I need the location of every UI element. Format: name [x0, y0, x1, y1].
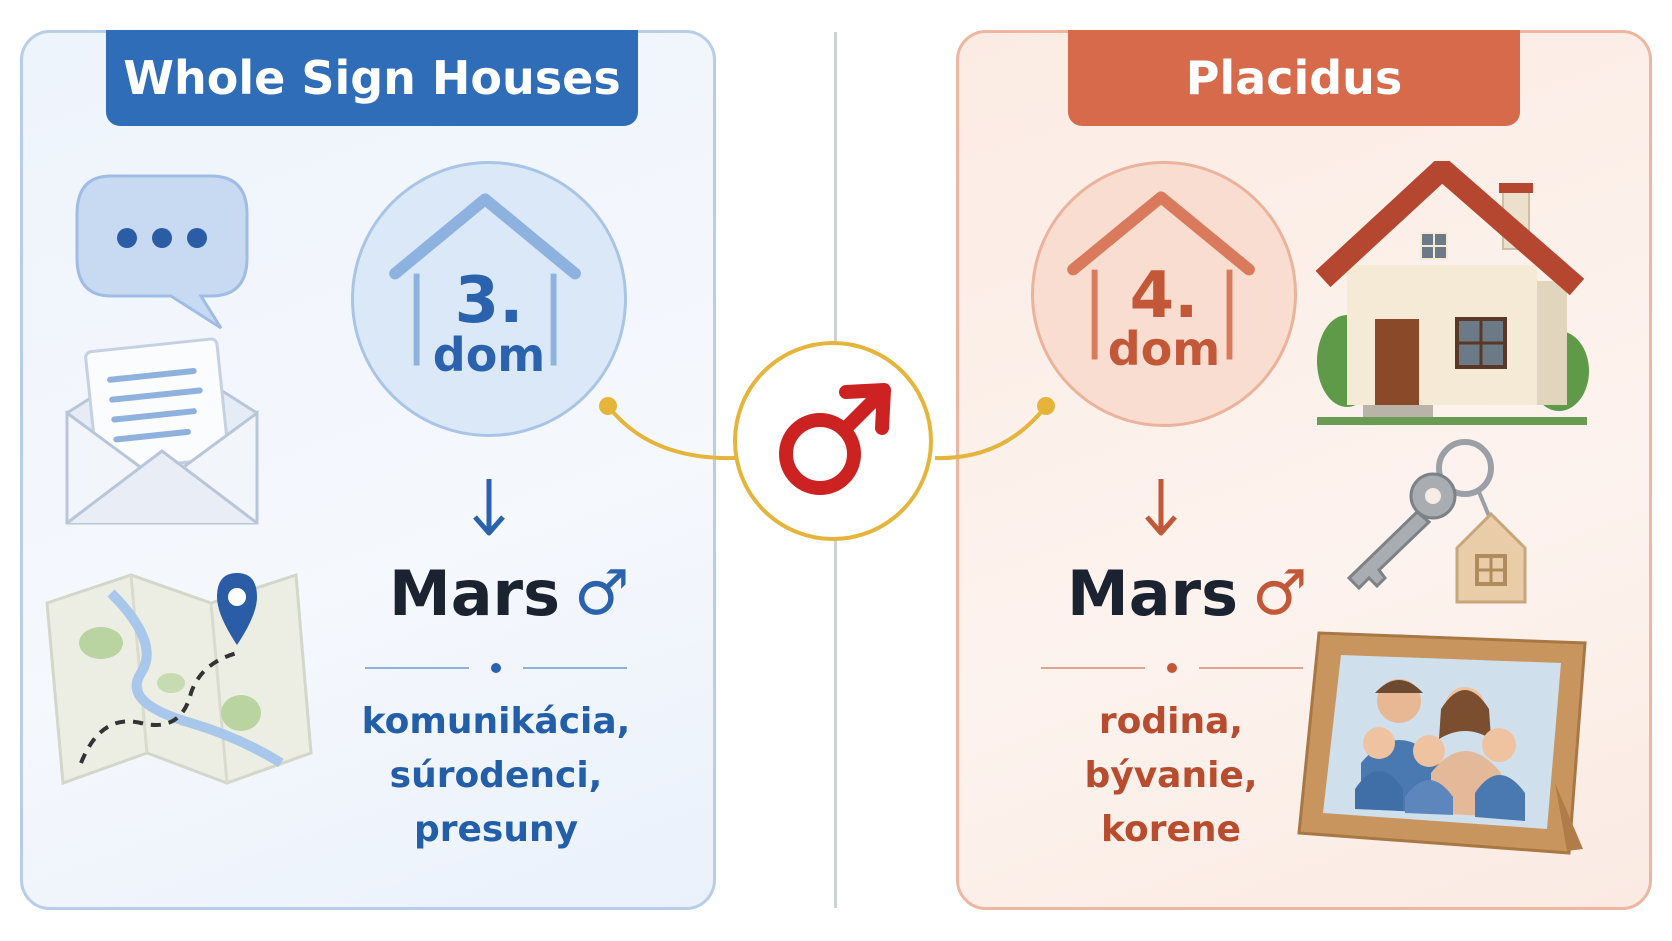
arrow-down-icon	[473, 479, 505, 536]
envelope-letter-icon	[65, 337, 259, 525]
planet-label: Mars ♂	[389, 553, 630, 633]
house-number: 3.	[454, 264, 524, 338]
house-meanings: rodina, bývanie, korene	[1021, 695, 1321, 857]
key-icon	[1346, 439, 1527, 604]
panel-title: Placidus	[1068, 30, 1520, 126]
mars-glyph-icon: ♂	[574, 556, 630, 629]
mars-glyph-icon: ♂	[1252, 556, 1308, 629]
meaning-item: súrodenci,	[389, 755, 603, 796]
house-word: dom	[1107, 322, 1221, 376]
house-4-badge: 4. dom	[1031, 161, 1297, 427]
mars-center-badge	[733, 341, 933, 541]
arrow-down-icon	[1145, 479, 1177, 536]
house-meanings: komunikácia, súrodenci, presuny	[346, 695, 646, 857]
meaning-item: korene	[1101, 809, 1241, 850]
mars-symbol-icon	[779, 383, 891, 495]
map-pin-icon	[45, 572, 313, 786]
family-photo-frame-icon	[1297, 631, 1587, 855]
house-outline-icon	[389, 193, 581, 366]
panel-title: Whole Sign Houses	[106, 30, 638, 126]
meaning-item: rodina,	[1098, 701, 1244, 742]
meaning-item: presuny	[413, 809, 579, 850]
planet-label: Mars ♂	[1067, 553, 1308, 633]
planet-name: Mars	[1067, 556, 1239, 630]
planet-name: Mars	[389, 556, 561, 630]
ornament-divider	[1041, 663, 1303, 673]
speech-bubble-icon	[75, 174, 249, 330]
whole-sign-houses-panel: Whole Sign Houses	[20, 30, 716, 910]
house-outline-icon	[1067, 191, 1255, 360]
ornament-divider	[365, 663, 627, 673]
meaning-item: komunikácia,	[361, 701, 631, 742]
house-word: dom	[432, 328, 546, 382]
placidus-panel: Placidus 4. dom	[956, 30, 1652, 910]
house-number: 4.	[1129, 259, 1199, 333]
house-icon	[1315, 161, 1589, 425]
meaning-item: bývanie,	[1084, 755, 1258, 796]
house-3-badge: 3. dom	[351, 161, 627, 437]
